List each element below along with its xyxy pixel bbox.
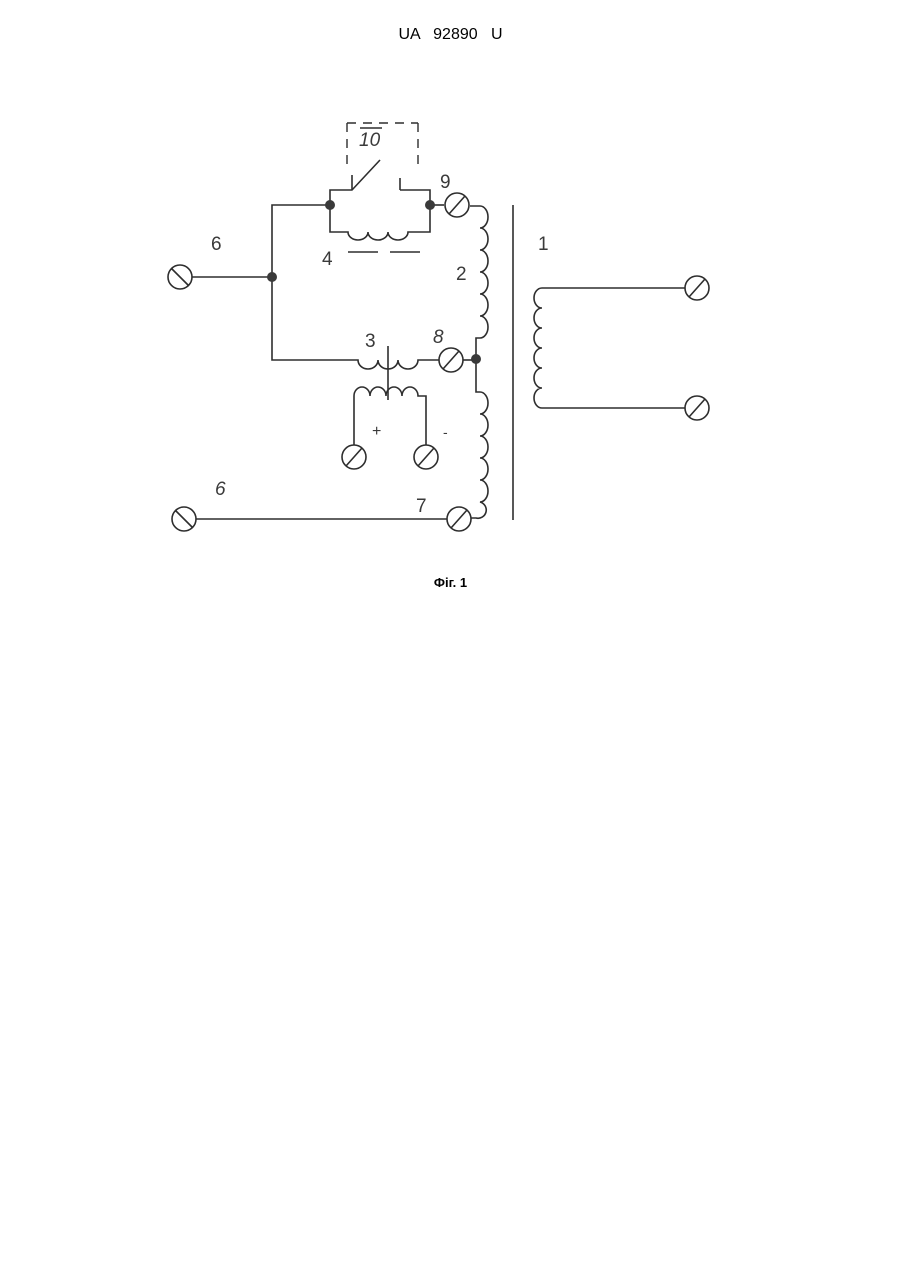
relay-coil (330, 205, 430, 240)
relay-switch-contact-right (400, 190, 430, 205)
terminal-7 (447, 507, 471, 531)
terminal-primary-upper (685, 276, 709, 300)
junction-dot (267, 272, 277, 282)
junction-dot (425, 200, 435, 210)
junction-dot (471, 354, 481, 364)
label-terminal-7: 7 (416, 496, 427, 517)
label-transformer: 1 (538, 234, 549, 255)
terminal-output-lower (172, 507, 196, 531)
current-transformer-coil (352, 360, 440, 369)
label-switch: 10 (359, 130, 381, 151)
current-transformer-secondary (354, 387, 426, 448)
figure-caption: Фіг. 1 (0, 575, 901, 590)
terminal-primary-lower (685, 396, 709, 420)
terminal-plus (342, 445, 366, 469)
label-plus: + (372, 423, 381, 440)
terminal-9 (445, 193, 469, 217)
label-current-transformer: 3 (365, 331, 376, 352)
wire-upper-branch (272, 205, 352, 360)
junction-dot (325, 200, 335, 210)
label-secondary-winding: 2 (456, 264, 467, 285)
terminal-8 (439, 348, 463, 372)
label-terminal-8: 8 (433, 327, 444, 348)
terminal-output-upper (168, 265, 192, 289)
label-terminal-9: 9 (440, 172, 451, 193)
label-output-lower: 6 (215, 479, 226, 500)
relay-switch-contact (330, 160, 380, 205)
terminal-minus (414, 445, 438, 469)
secondary-winding-lower (470, 360, 488, 518)
label-output-upper: 6 (211, 234, 222, 255)
circuit-diagram: 10 9 4 6 2 1 3 8 + - 6 7 (0, 0, 901, 600)
label-relay-coil: 4 (322, 249, 333, 270)
primary-winding (534, 288, 686, 408)
label-minus: - (443, 424, 448, 440)
secondary-winding-upper (470, 206, 488, 360)
